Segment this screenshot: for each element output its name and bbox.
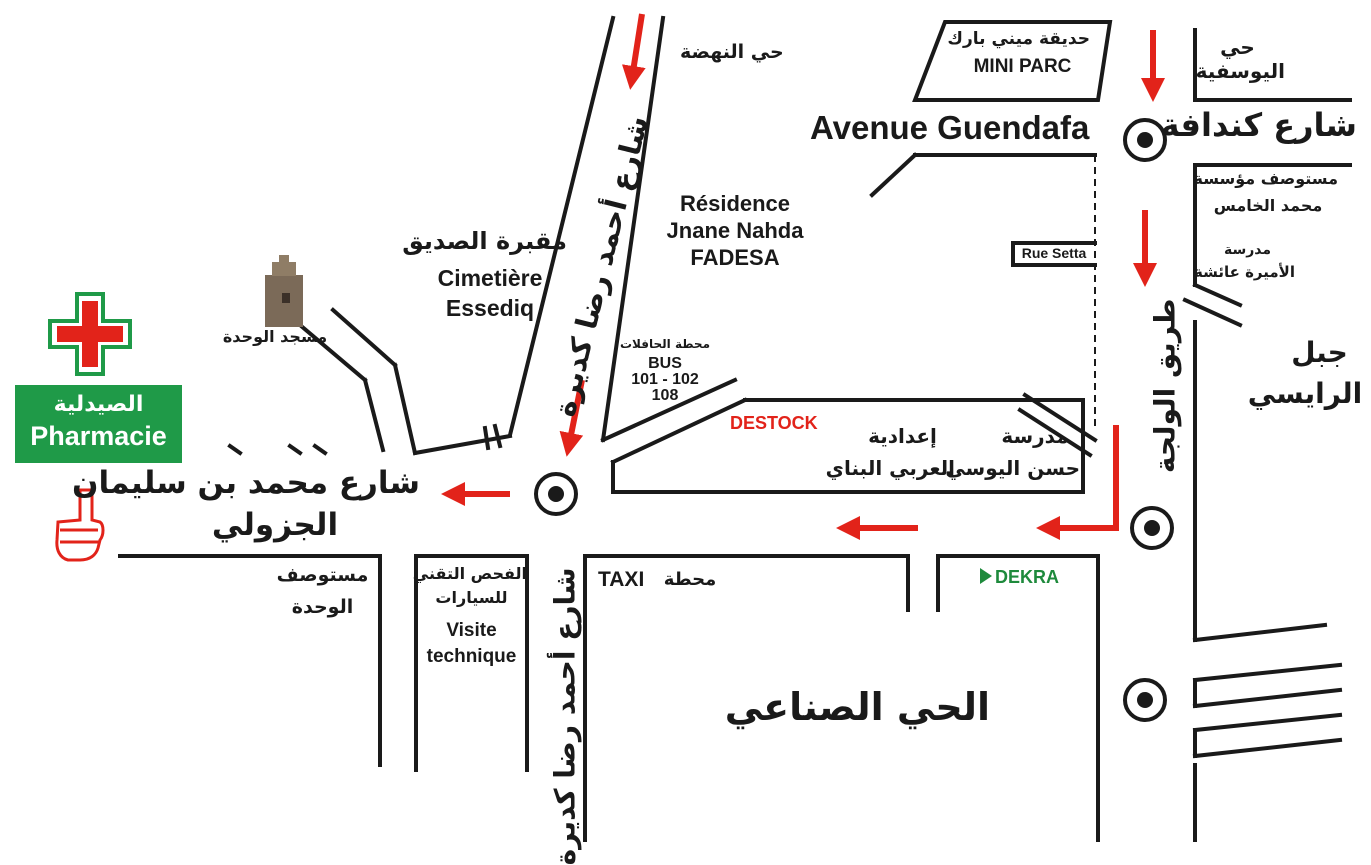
taxi-fr: TAXI	[598, 568, 645, 591]
residence-l1: Résidence	[679, 191, 791, 216]
visite-ar-l2: للسيارات	[435, 588, 508, 607]
dekra-logo-icon	[980, 568, 992, 584]
industrial-label: الحي الصناعي	[724, 685, 990, 729]
mosque-label: مسجد الوحدة	[222, 327, 328, 346]
cemetery-fr-l2: Essediq	[445, 295, 535, 321]
rue-setta: Rue Setta	[1021, 245, 1087, 261]
nahda-label: حي النهضة	[680, 41, 784, 63]
pointing-hand-icon	[55, 488, 105, 562]
mosque-icon	[265, 255, 303, 327]
kadira-south-label: شارع أحمد رضا كديرة	[548, 567, 582, 865]
cemetery-fr-l1: Cimetière	[437, 265, 543, 291]
oulja-label: طريق الولجة	[1148, 298, 1182, 474]
dispensary-mv-l2: محمد الخامس	[1213, 196, 1323, 215]
school-l1: مدرسة	[1001, 424, 1069, 448]
visite-ar-l1: الفحص التقني	[412, 564, 527, 583]
youssoufia-l1: حي	[1220, 35, 1255, 59]
guendafa-ar: شارع كندافة	[1160, 106, 1357, 144]
pharmacy-label-ar: الصيدلية	[53, 392, 144, 417]
roundabout-icon	[1123, 678, 1167, 722]
visite-fr-l1: Visite	[446, 620, 497, 641]
amira-l2: الأميرة عائشة	[1193, 263, 1295, 281]
amira-l1: مدرسة	[1223, 242, 1272, 258]
jazouli-l1: شارع محمد بن سليمان	[72, 465, 420, 501]
jbel-l1: جبل	[1291, 336, 1348, 369]
mini-parc-fr: MINI PARC	[973, 56, 1072, 77]
road-edge	[507, 15, 616, 438]
roundabout-icon	[1130, 506, 1174, 550]
residence-l3: FADESA	[690, 245, 780, 270]
bus-l2: 101 - 102	[631, 371, 699, 388]
destock-label: DESTOCK	[730, 413, 818, 433]
residence-l2: Jnane Nahda	[666, 218, 804, 243]
bus-ar: محطة الحافلات	[619, 337, 710, 351]
jbel-l2: الرايسي	[1247, 377, 1363, 410]
pharmacy-label-fr: Pharmacie	[30, 421, 167, 451]
bus-l1: BUS	[648, 355, 682, 372]
school-l2: حسن اليوسي	[945, 456, 1080, 480]
taxi-ar: محطة	[663, 569, 717, 590]
pharmacy-sign: الصيدلية Pharmacie	[15, 385, 182, 463]
youssoufia-l2: اليوسفية	[1195, 59, 1285, 83]
jazouli-l2: الجزولي	[211, 507, 339, 543]
dispensary-wahda-l1: مستوصف	[276, 564, 369, 586]
roundabout-icon	[534, 472, 578, 516]
idadia-l2: العربي البناي	[825, 456, 955, 480]
mini-parc-ar: حديقة ميني بارك	[947, 29, 1090, 49]
guendafa-fr: Avenue Guendafa	[810, 109, 1090, 146]
dekra-label: DEKRA	[995, 567, 1060, 587]
roundabout-icon	[1123, 118, 1167, 162]
cemetery-ar: مقبرة الصديق	[402, 227, 567, 255]
bus-l3: 108	[651, 387, 679, 404]
dispensary-mv-l1: مستوصف مؤسسة	[1193, 169, 1339, 188]
pharmacy-cross-icon	[48, 292, 132, 376]
road-edge	[600, 15, 666, 443]
idadia-l1: إعدادية	[868, 424, 937, 448]
visite-fr-l2: technique	[426, 646, 517, 667]
direction-arrow-icon	[441, 13, 1165, 540]
dispensary-wahda-l2: الوحدة	[291, 596, 354, 618]
